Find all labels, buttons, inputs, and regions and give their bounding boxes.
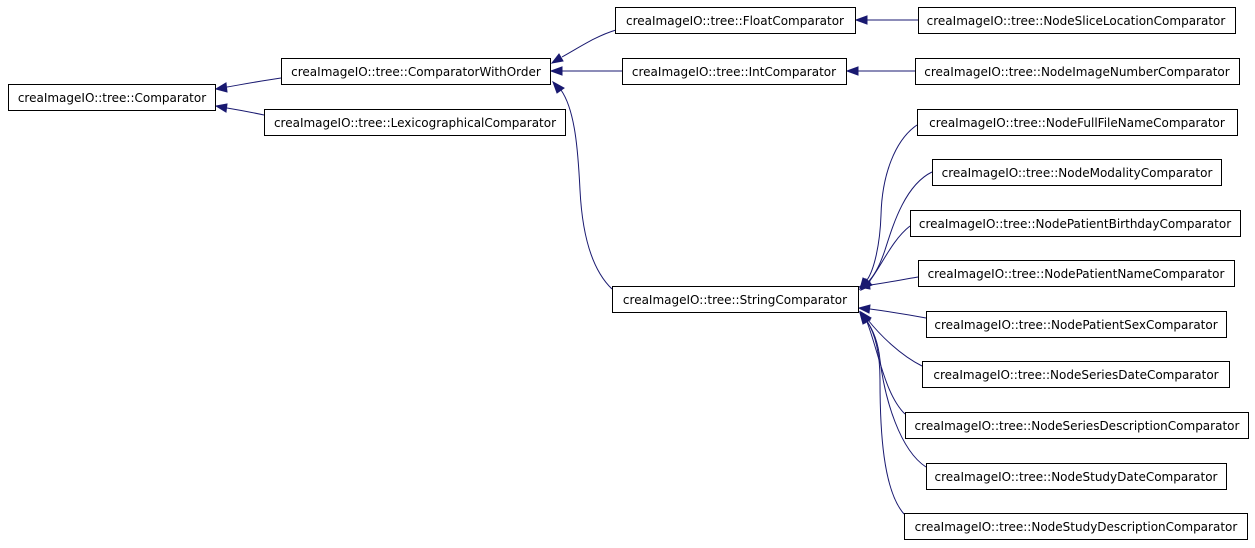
node-comparator-with-order-label: creaImageIO::tree::ComparatorWithOrder bbox=[291, 65, 541, 79]
node-int-comparator-label: creaImageIO::tree::IntComparator bbox=[632, 65, 836, 79]
edge-series-description-to-string bbox=[859, 311, 906, 415]
node-slice-location-comparator[interactable]: creaImageIO::tree::NodeSliceLocationComp… bbox=[918, 7, 1236, 34]
node-series-date-comparator-label: creaImageIO::tree::NodeSeriesDateCompara… bbox=[933, 368, 1218, 382]
node-image-number-comparator[interactable]: creaImageIO::tree::NodeImageNumberCompar… bbox=[915, 58, 1240, 85]
node-study-date-comparator[interactable]: creaImageIO::tree::NodeStudyDateComparat… bbox=[926, 463, 1227, 490]
edge-study-description-to-string bbox=[859, 310, 905, 515]
node-comparator-with-order[interactable]: creaImageIO::tree::ComparatorWithOrder bbox=[281, 58, 551, 85]
node-float-comparator-label: creaImageIO::tree::FloatComparator bbox=[626, 14, 844, 28]
node-study-description-comparator-label: creaImageIO::tree::NodeStudyDescriptionC… bbox=[915, 520, 1238, 534]
edge-image-number-to-int bbox=[845, 66, 915, 76]
node-series-description-comparator-label: creaImageIO::tree::NodeSeriesDescription… bbox=[915, 419, 1240, 433]
node-patient-name-comparator-label: creaImageIO::tree::NodePatientNameCompar… bbox=[928, 267, 1225, 281]
node-study-description-comparator[interactable]: creaImageIO::tree::NodeStudyDescriptionC… bbox=[904, 513, 1248, 540]
node-int-comparator[interactable]: creaImageIO::tree::IntComparator bbox=[622, 58, 847, 85]
node-patient-birthday-comparator-label: creaImageIO::tree::NodePatientBirthdayCo… bbox=[919, 217, 1231, 231]
edge-full-file-name-to-string bbox=[859, 124, 918, 291]
edge-patient-sex-to-string bbox=[857, 304, 927, 319]
node-comparator-label: creaImageIO::tree::Comparator bbox=[18, 91, 206, 105]
node-string-comparator-label: creaImageIO::tree::StringComparator bbox=[623, 293, 847, 307]
node-lexicographical-comparator-label: creaImageIO::tree::LexicographicalCompar… bbox=[274, 116, 556, 130]
edge-comparator-with-order-to-comparator bbox=[214, 77, 282, 93]
node-comparator[interactable]: creaImageIO::tree::Comparator bbox=[8, 84, 216, 111]
node-lexicographical-comparator[interactable]: creaImageIO::tree::LexicographicalCompar… bbox=[264, 109, 566, 136]
node-slice-location-comparator-label: creaImageIO::tree::NodeSliceLocationComp… bbox=[927, 14, 1226, 28]
node-modality-comparator-label: creaImageIO::tree::NodeModalityComparato… bbox=[942, 166, 1213, 180]
node-series-description-comparator[interactable]: creaImageIO::tree::NodeSeriesDescription… bbox=[905, 412, 1249, 439]
edge-study-date-to-string bbox=[859, 310, 927, 468]
node-modality-comparator[interactable]: creaImageIO::tree::NodeModalityComparato… bbox=[932, 159, 1222, 186]
node-patient-sex-comparator-label: creaImageIO::tree::NodePatientSexCompara… bbox=[934, 318, 1217, 332]
edge-patient-birthday-to-string bbox=[859, 225, 911, 292]
edge-string-to-comparator-with-order bbox=[552, 80, 613, 290]
node-series-date-comparator[interactable]: creaImageIO::tree::NodeSeriesDateCompara… bbox=[922, 361, 1230, 388]
edge-patient-name-to-string bbox=[857, 276, 919, 290]
edge-slice-location-to-float bbox=[854, 15, 918, 25]
node-patient-sex-comparator[interactable]: creaImageIO::tree::NodePatientSexCompara… bbox=[926, 311, 1227, 338]
node-string-comparator[interactable]: creaImageIO::tree::StringComparator bbox=[612, 286, 859, 313]
node-full-file-name-comparator[interactable]: creaImageIO::tree::NodeFullFileNameCompa… bbox=[917, 109, 1238, 136]
edge-float-to-comparator-with-order bbox=[550, 29, 617, 64]
node-patient-name-comparator[interactable]: creaImageIO::tree::NodePatientNameCompar… bbox=[918, 260, 1235, 287]
node-patient-birthday-comparator[interactable]: creaImageIO::tree::NodePatientBirthdayCo… bbox=[910, 210, 1241, 237]
node-study-date-comparator-label: creaImageIO::tree::NodeStudyDateComparat… bbox=[935, 470, 1218, 484]
node-float-comparator[interactable]: creaImageIO::tree::FloatComparator bbox=[615, 7, 856, 34]
edge-lexicographical-to-comparator bbox=[214, 103, 265, 116]
edge-int-to-comparator-with-order bbox=[549, 66, 622, 76]
node-full-file-name-comparator-label: creaImageIO::tree::NodeFullFileNameCompa… bbox=[929, 116, 1225, 130]
node-image-number-comparator-label: creaImageIO::tree::NodeImageNumberCompar… bbox=[924, 65, 1229, 79]
